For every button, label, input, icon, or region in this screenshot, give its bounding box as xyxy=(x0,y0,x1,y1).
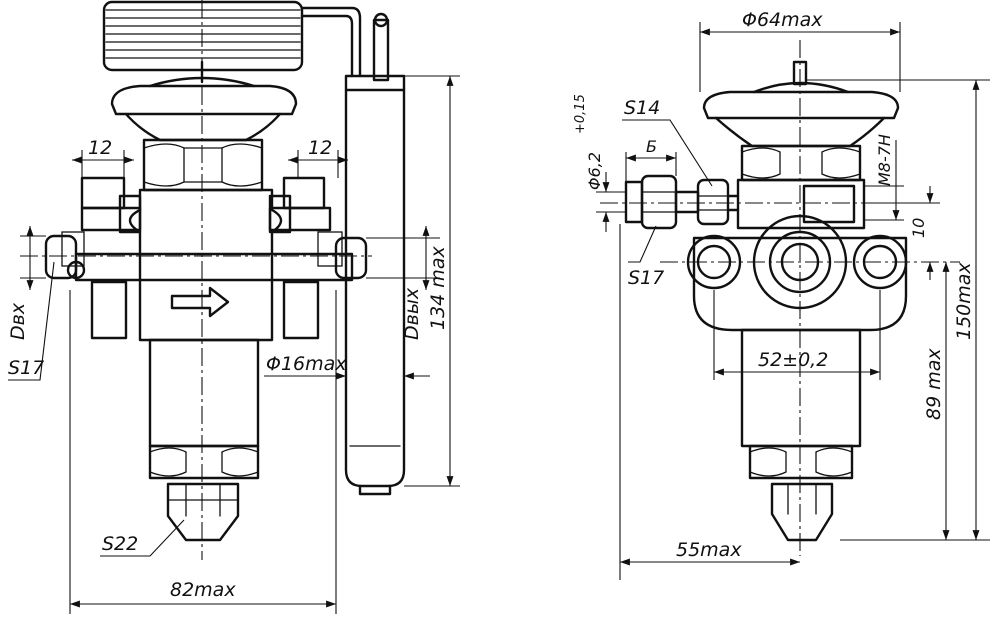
dim-height-axis: 89 max xyxy=(923,348,945,420)
dim-total-width: 82max xyxy=(170,579,236,601)
diaphragm-head xyxy=(110,60,298,142)
left-view: 12 12 Dвх S17 Dвых 134 max Φ16max S22 xyxy=(7,0,460,614)
dim-tube-diameter: Φ6,2 xyxy=(585,152,604,190)
right-fitting xyxy=(268,176,368,340)
dim-total-height: 134 max xyxy=(427,246,449,330)
capillary-fitting xyxy=(624,174,740,230)
capillary-coil xyxy=(102,0,362,78)
dim-b-label: Б xyxy=(646,137,657,156)
dim-diaphragm-diameter: Φ64max xyxy=(742,9,823,31)
wrench-bottom-label-right: S17 xyxy=(628,267,664,289)
dim-flange-left: 12 xyxy=(88,137,112,159)
wrench-top-label: S14 xyxy=(624,97,660,119)
inlet-diameter-label: Dвх xyxy=(7,302,29,340)
dim-height-total: 150max xyxy=(953,262,975,340)
sensing-bulb xyxy=(344,12,406,496)
outlet-diameter-label: Dвых xyxy=(401,287,423,340)
right-view: Φ64max 150max 89 max 10 M8-7H 52±0,2 55m… xyxy=(573,9,990,580)
wrench-side-label: S17 xyxy=(8,357,44,379)
dim-tube-tolerance: +0,15 xyxy=(573,94,588,134)
wrench-bottom-label: S22 xyxy=(102,533,138,555)
diaphragm-head-right xyxy=(702,60,900,148)
left-fitting xyxy=(44,176,142,340)
dim-bulb-diameter: Φ16max xyxy=(266,353,347,375)
dim-flange-right: 12 xyxy=(308,137,332,159)
thread-size-label: M8-7H xyxy=(875,134,894,186)
dim-offset: 55max xyxy=(676,539,742,561)
top-hex-nut xyxy=(142,138,264,192)
dim-bolt-spacing: 52±0,2 xyxy=(758,349,828,371)
dim-vertical-10: 10 xyxy=(909,218,928,238)
